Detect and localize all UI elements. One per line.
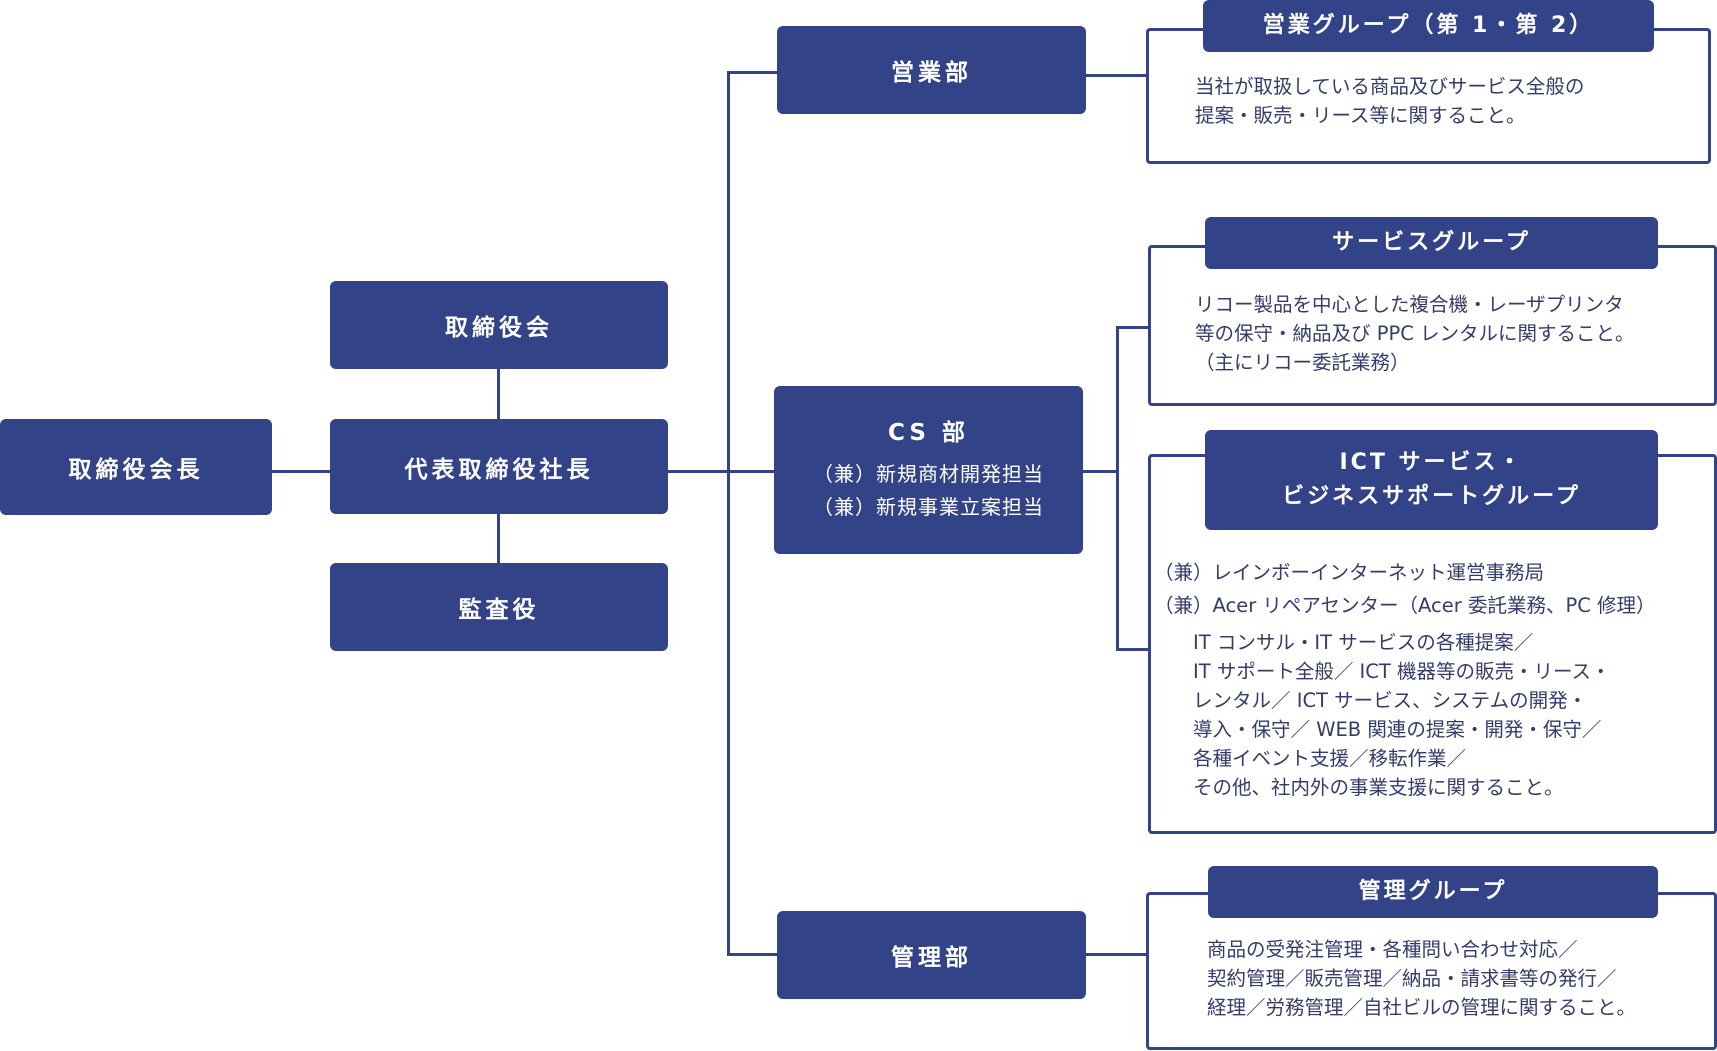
desc-line: 等の保守・納品及び PPC レンタルに関すること。 bbox=[1195, 322, 1635, 345]
desc-line: レンタル／ ICT サービス、システムの開発・ bbox=[1193, 689, 1588, 712]
sales-group-desc: 当社が取扱している商品及びサービス全般の 提案・販売・リース等に関すること。 bbox=[1195, 72, 1584, 130]
sales-group-title-text: 営業グループ（第 1・第 2） bbox=[1262, 13, 1595, 38]
ict-group-extra: （兼）レインボーインターネット運営事務局 （兼）Acer リペアセンター（Ace… bbox=[1154, 556, 1656, 622]
connector-president-trunk bbox=[667, 470, 774, 473]
service-group-title-text: サービスグループ bbox=[1332, 230, 1531, 255]
admin-group-desc: 商品の受発注管理・各種問い合わせ対応／ 契約管理／販売管理／納品・請求書等の発行… bbox=[1207, 935, 1636, 1022]
desc-line: IT サポート全般／ ICT 機器等の販売・リース・ bbox=[1193, 660, 1611, 683]
desc-line: リコー製品を中心とした複合機・レーザプリンタ bbox=[1195, 293, 1624, 316]
ict-group-desc: IT コンサル・IT サービスの各種提案／ IT サポート全般／ ICT 機器等… bbox=[1193, 628, 1611, 802]
ict-group-title: ICT サービス・ ビジネスサポートグループ bbox=[1205, 430, 1658, 530]
desc-line: （兼）Acer リペアセンター（Acer 委託業務、PC 修理） bbox=[1154, 594, 1656, 617]
connector-cs-service bbox=[1116, 326, 1148, 329]
cs-dept-box: CS 部 （兼）新規商材開発担当 （兼）新規事業立案担当 bbox=[774, 386, 1083, 554]
chairman-box: 取締役会長 bbox=[0, 419, 272, 515]
president-box: 代表取締役社長 bbox=[330, 419, 668, 514]
service-group-title: サービスグループ bbox=[1205, 217, 1658, 269]
sales-dept-box: 営業部 bbox=[777, 26, 1086, 114]
service-group-desc: リコー製品を中心とした複合機・レーザプリンタ 等の保守・納品及び PPC レンタ… bbox=[1195, 290, 1635, 377]
desc-line: 経理／労務管理／自社ビルの管理に関すること。 bbox=[1207, 996, 1637, 1019]
auditor-label: 監査役 bbox=[458, 597, 540, 623]
sales-dept-label: 営業部 bbox=[891, 60, 972, 86]
desc-line: （兼）レインボーインターネット運営事務局 bbox=[1154, 561, 1545, 584]
desc-line: 商品の受発注管理・各種問い合わせ対応／ bbox=[1207, 938, 1578, 961]
admin-group-title-text: 管理グループ bbox=[1358, 879, 1508, 904]
president-label: 代表取締役社長 bbox=[404, 456, 594, 483]
desc-line: IT コンサル・IT サービスの各種提案／ bbox=[1193, 631, 1534, 654]
ict-group-title-line: ビジネスサポートグループ bbox=[1282, 484, 1581, 509]
ict-group-title-line: ICT サービス・ bbox=[1339, 450, 1524, 475]
chairman-label: 取締役会長 bbox=[68, 457, 204, 483]
connector-president-auditor bbox=[497, 513, 500, 563]
connector-cs-trunk bbox=[1082, 470, 1119, 473]
connector-cs-ict bbox=[1116, 648, 1148, 651]
connector-board-president bbox=[497, 369, 500, 419]
cs-dept-line: （兼）新規事業立案担当 bbox=[813, 495, 1044, 519]
desc-line: 提案・販売・リース等に関すること。 bbox=[1195, 104, 1526, 127]
desc-line: 各種イベント支援／移転作業／ bbox=[1193, 747, 1467, 770]
connector-admin-group bbox=[1085, 953, 1147, 956]
desc-line: その他、社内外の事業支援に関すること。 bbox=[1193, 776, 1564, 799]
admin-dept-label: 管理部 bbox=[891, 945, 972, 971]
connector-trunk-sales bbox=[727, 71, 777, 74]
connector-cs-vertical bbox=[1116, 326, 1119, 651]
admin-group-title: 管理グループ bbox=[1208, 866, 1658, 918]
admin-dept-box: 管理部 bbox=[777, 911, 1086, 999]
cs-dept-line: （兼）新規商材開発担当 bbox=[813, 462, 1044, 486]
desc-line: 契約管理／販売管理／納品・請求書等の発行／ bbox=[1207, 967, 1617, 990]
desc-line: 当社が取扱している商品及びサービス全般の bbox=[1195, 75, 1585, 98]
board-box: 取締役会 bbox=[330, 281, 668, 369]
auditor-box: 監査役 bbox=[330, 563, 668, 651]
admin-group-frame bbox=[1146, 892, 1717, 1050]
connector-main-trunk bbox=[727, 71, 730, 955]
service-group-frame bbox=[1148, 245, 1717, 406]
connector-chairman-president bbox=[271, 470, 330, 473]
desc-line: （主にリコー委託業務） bbox=[1195, 351, 1410, 374]
board-label: 取締役会 bbox=[445, 315, 553, 341]
sales-group-title: 営業グループ（第 1・第 2） bbox=[1203, 0, 1654, 52]
desc-line: 導入・保守／ WEB 関連の提案・開発・保守／ bbox=[1193, 718, 1602, 741]
connector-trunk-admin bbox=[727, 953, 777, 956]
connector-sales-group bbox=[1085, 74, 1147, 77]
cs-dept-title: CS 部 bbox=[888, 420, 969, 446]
